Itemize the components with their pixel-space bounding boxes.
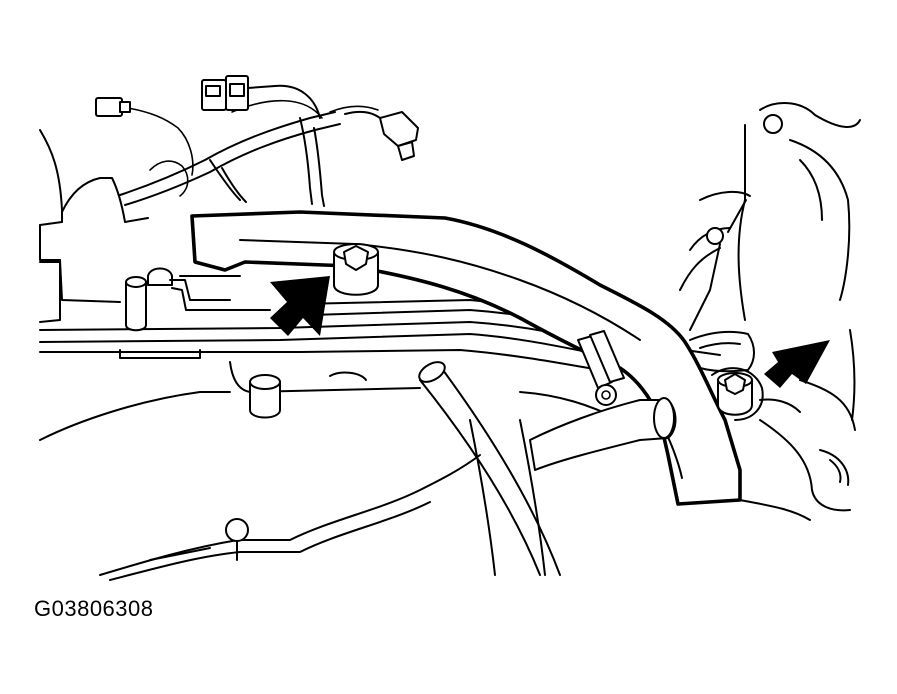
engine-block-left (39, 129, 149, 323)
wire-harness (119, 99, 379, 207)
transmission-housing-right (679, 102, 861, 521)
lower-cable (99, 454, 481, 581)
pipe-elbow-right (529, 397, 677, 471)
bolt-left (333, 243, 379, 296)
connector-small-left (95, 97, 131, 117)
connector-right (344, 110, 419, 161)
arrow-down-left-icon (764, 340, 830, 388)
arrow-down-right-icon (270, 276, 330, 336)
diagonal-hose (418, 361, 561, 576)
mount-stud (249, 374, 281, 419)
figure-code: G03806308 (34, 596, 154, 621)
connector-top-pair (201, 75, 321, 119)
line-clip (577, 330, 625, 406)
engine-lower-body (39, 361, 621, 441)
hose-protector-bracket (190, 210, 742, 506)
bolt-right (711, 367, 764, 421)
pipe-fitting-left (125, 267, 271, 332)
